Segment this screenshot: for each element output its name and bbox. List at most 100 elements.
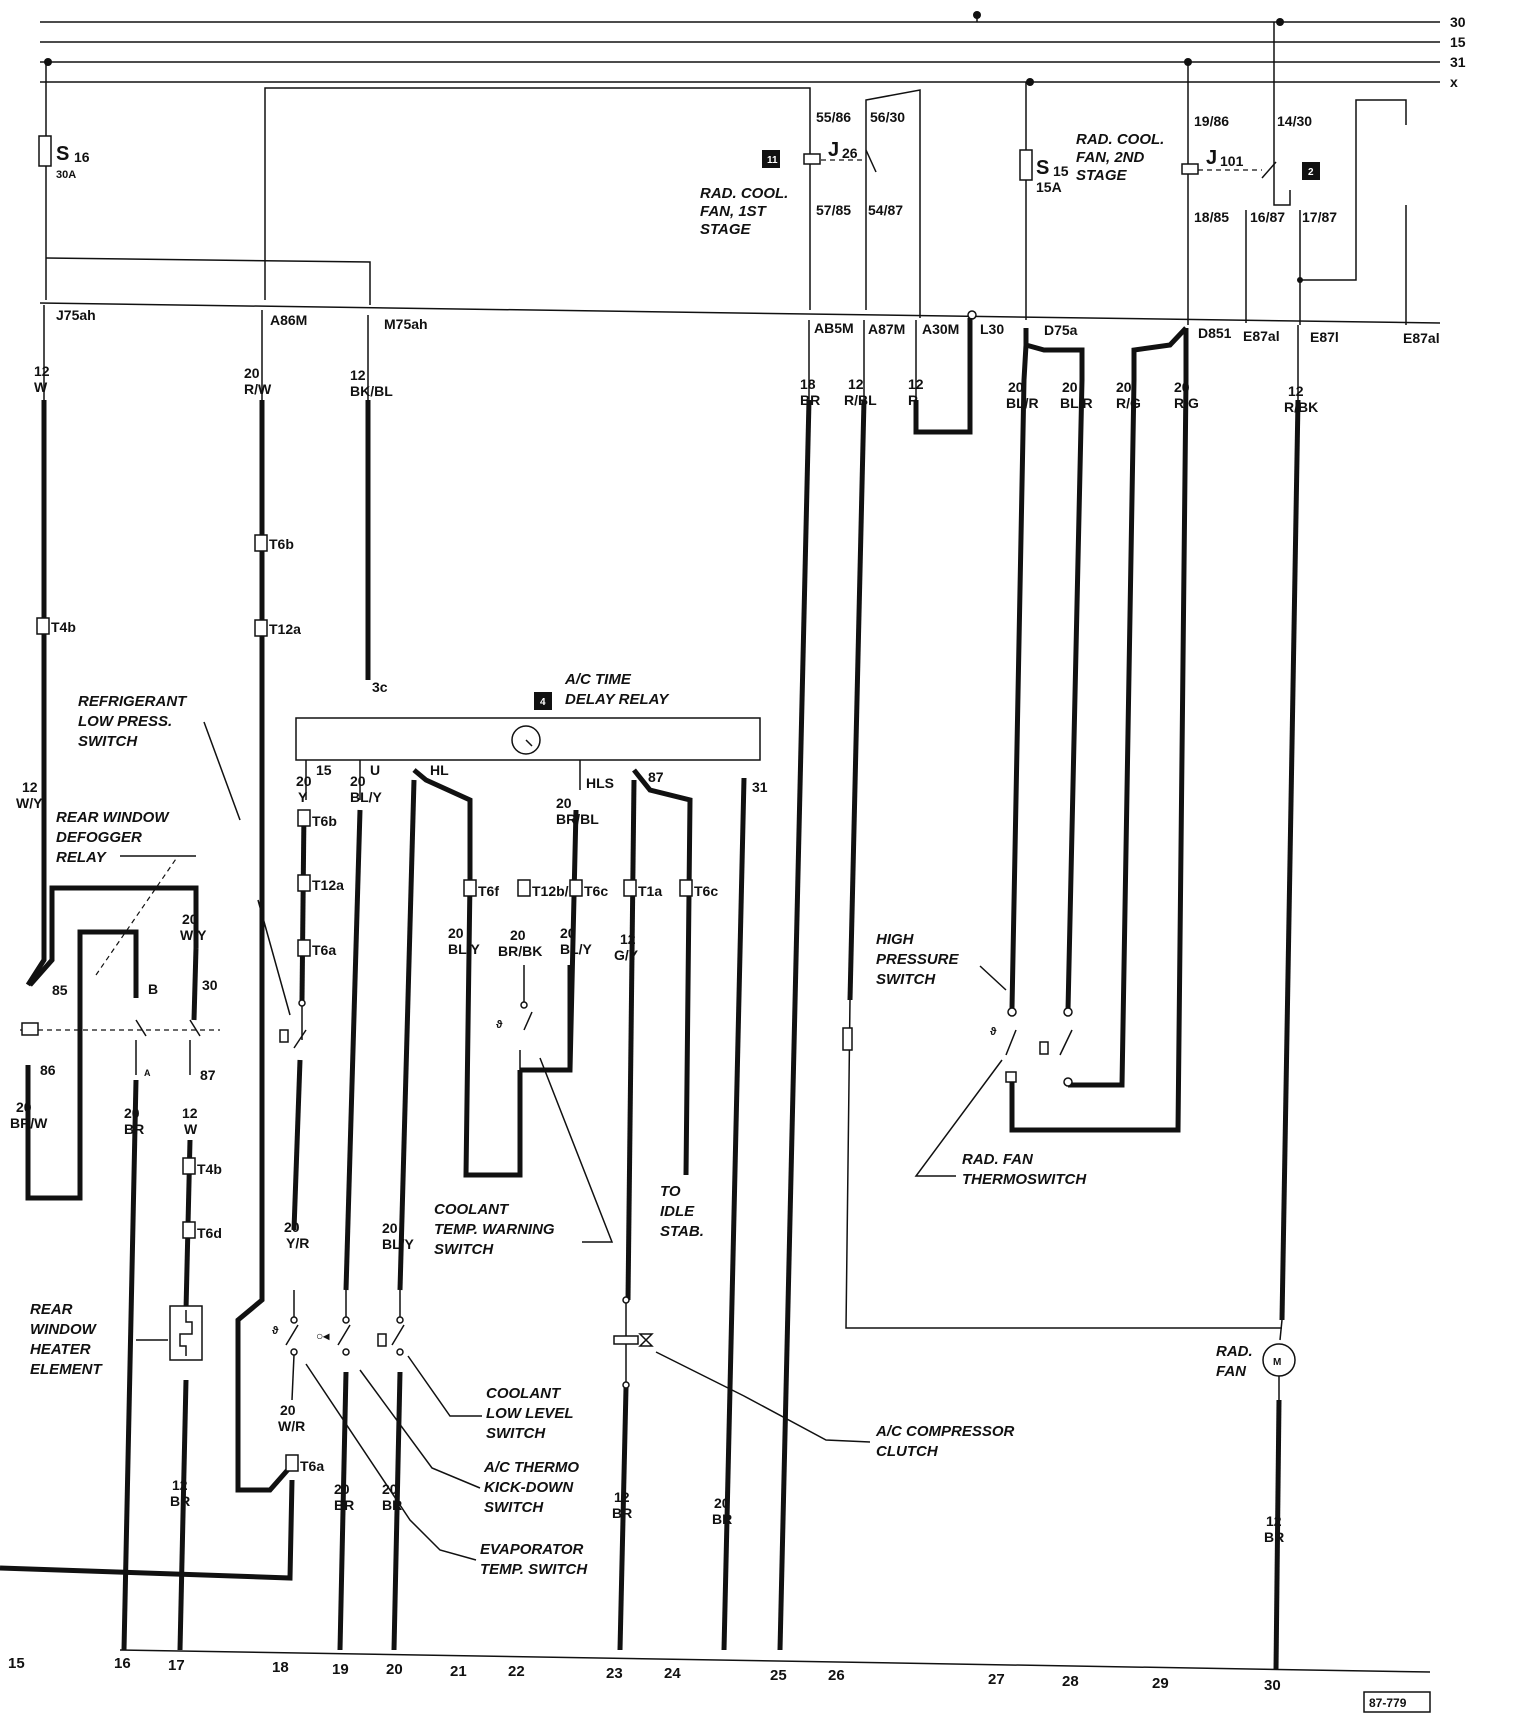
wire-label: 12	[172, 1477, 188, 1493]
diagram-code: 87-779	[1369, 1696, 1407, 1710]
relay-j101-badge-text: 2	[1308, 167, 1314, 178]
diagram-code-box	[1363, 1691, 1431, 1713]
m75ah-feed	[45, 257, 371, 305]
wire-br-20	[391, 1371, 403, 1651]
defogger-relay-label: REAR WINDOW	[56, 809, 170, 826]
clutch-terminal	[622, 1296, 630, 1304]
terminal-label: A87M	[868, 321, 905, 337]
switch-blade	[1059, 1029, 1073, 1056]
fuse-s16-name: S	[56, 143, 69, 165]
connector-icon	[297, 809, 311, 827]
switch-symbol: ϑ	[496, 1019, 503, 1031]
relay-pin: A	[144, 1068, 151, 1078]
leader-line	[914, 1059, 1003, 1177]
clutch-coil	[613, 1335, 639, 1345]
wire-d851-b	[1009, 328, 1189, 1133]
wire-label: 12	[1266, 1513, 1282, 1529]
relay-j26-coil	[803, 153, 821, 165]
column-number: 24	[664, 1665, 681, 1682]
column-number: 22	[508, 1663, 525, 1680]
connector-label: T12a	[312, 877, 344, 893]
relay-j101-badge	[1302, 162, 1320, 180]
relay-j101-pin: 14/30	[1277, 113, 1312, 129]
column-number: 25	[770, 1667, 787, 1684]
column-number: 23	[606, 1665, 623, 1682]
thermo-kickdown-label: KICK-DOWN	[484, 1479, 574, 1496]
relay-j101-coil	[1181, 163, 1199, 175]
relay-pin: 85	[52, 982, 68, 998]
terminal-row: J75ah A86M M75ah AB5M A87M A30M L30 D75a…	[39, 302, 1441, 346]
connector-icon	[36, 617, 50, 635]
wire-label: 20	[244, 365, 260, 381]
fan-motor-label: M	[1273, 1357, 1281, 1368]
relay-j26-pin: 54/87	[868, 202, 903, 218]
fuse-s15: S 15 15A	[1019, 82, 1069, 320]
wire-label: 12	[1288, 383, 1304, 399]
rear-window-defogger-relay: 85 B 30 86 A 87 12 W/Y 20 W/Y 20 BR/W 20…	[10, 779, 222, 1651]
fuse-s15-sub: 15	[1053, 163, 1069, 179]
wire-label: Y	[298, 789, 308, 805]
switches-mid: 20 Y/R 20 BL/Y ϑ 20 W/R T6a ○◂ 20 BR 20 …	[272, 999, 415, 1651]
wire-e87l	[1279, 399, 1301, 1321]
wire-label: R/W	[244, 381, 272, 397]
relay-timer-hand	[525, 739, 533, 747]
leader-line	[305, 1363, 477, 1561]
relay-j101-pin: 17/87	[1302, 209, 1337, 225]
wire-label: 18	[800, 376, 816, 392]
high-pressure-switch-group: ϑ	[990, 1007, 1073, 1087]
wire-bl-y	[343, 809, 363, 1291]
wire-label: 20	[280, 1402, 296, 1418]
wire-label: 20	[448, 925, 464, 941]
wire-label: 20	[556, 795, 572, 811]
wire-label: 20	[334, 1481, 350, 1497]
bus-junction-dot	[44, 58, 52, 66]
wire-label: BL/R	[1060, 395, 1093, 411]
connector-icon	[297, 874, 311, 892]
terminal-label: J75ah	[56, 307, 96, 323]
wire-d75a-b	[1009, 344, 1029, 1009]
wire-label: R/BL	[844, 392, 877, 408]
thermo-kickdown-label: A/C THERMO	[483, 1459, 579, 1476]
wire-d75a-a	[1023, 328, 1085, 1011]
clutch-terminal	[622, 1381, 630, 1389]
fuse-s16-sub: 16	[74, 149, 90, 165]
junction-dot	[1297, 277, 1303, 283]
relay-j26-load	[865, 89, 921, 318]
wire-label: 20	[296, 773, 312, 789]
ac-time-delay-relay: 4 A/C TIME DELAY RELAY 3c 15 U HL HLS 87…	[295, 671, 768, 795]
inline-resistor	[842, 1027, 853, 1051]
switch-terminal	[396, 1348, 404, 1356]
wire-label: 20	[182, 911, 198, 927]
wire-87	[625, 779, 637, 1301]
heater-label: WINDOW	[30, 1321, 98, 1338]
connector-icon	[182, 1157, 196, 1175]
wire-label: Y/R	[286, 1235, 309, 1251]
column-number: 18	[272, 1659, 289, 1676]
relay-pin: HL	[430, 762, 449, 778]
ac-time-delay-title: DELAY RELAY	[565, 691, 670, 708]
column-number: 19	[332, 1661, 349, 1678]
column-number: 30	[1264, 1677, 1281, 1694]
relay-j101-output	[1299, 99, 1407, 281]
terminal-label: M75ah	[384, 316, 428, 332]
wire-label: BL/Y	[560, 941, 593, 957]
connector-label: T6b	[312, 813, 337, 829]
switch-symbol: ϑ	[990, 1026, 997, 1038]
wire-label: 20	[560, 925, 576, 941]
switch-terminal	[342, 1316, 350, 1324]
wire-y	[299, 809, 307, 1001]
ground-bus	[119, 1649, 1431, 1673]
terminal-label: E87l	[1310, 329, 1339, 345]
wire-hl-down	[397, 779, 417, 1291]
connector-icon	[254, 534, 268, 552]
wire-label: 20	[1062, 379, 1078, 395]
rad-fan-label: RAD.	[1216, 1343, 1253, 1360]
relay-j101-pin: 19/86	[1194, 113, 1229, 129]
terminal-label: D75a	[1044, 322, 1078, 338]
level-switch-icon	[377, 1333, 387, 1347]
leader-line	[407, 1355, 482, 1417]
bus-label-31: 31	[1450, 54, 1466, 70]
relay-j101: 2 J 101 19/86 14/30 18/85 16/87 17/87 RA…	[1076, 22, 1407, 325]
relay-j101-title: STAGE	[1076, 167, 1128, 184]
wire-label: 12	[908, 376, 924, 392]
